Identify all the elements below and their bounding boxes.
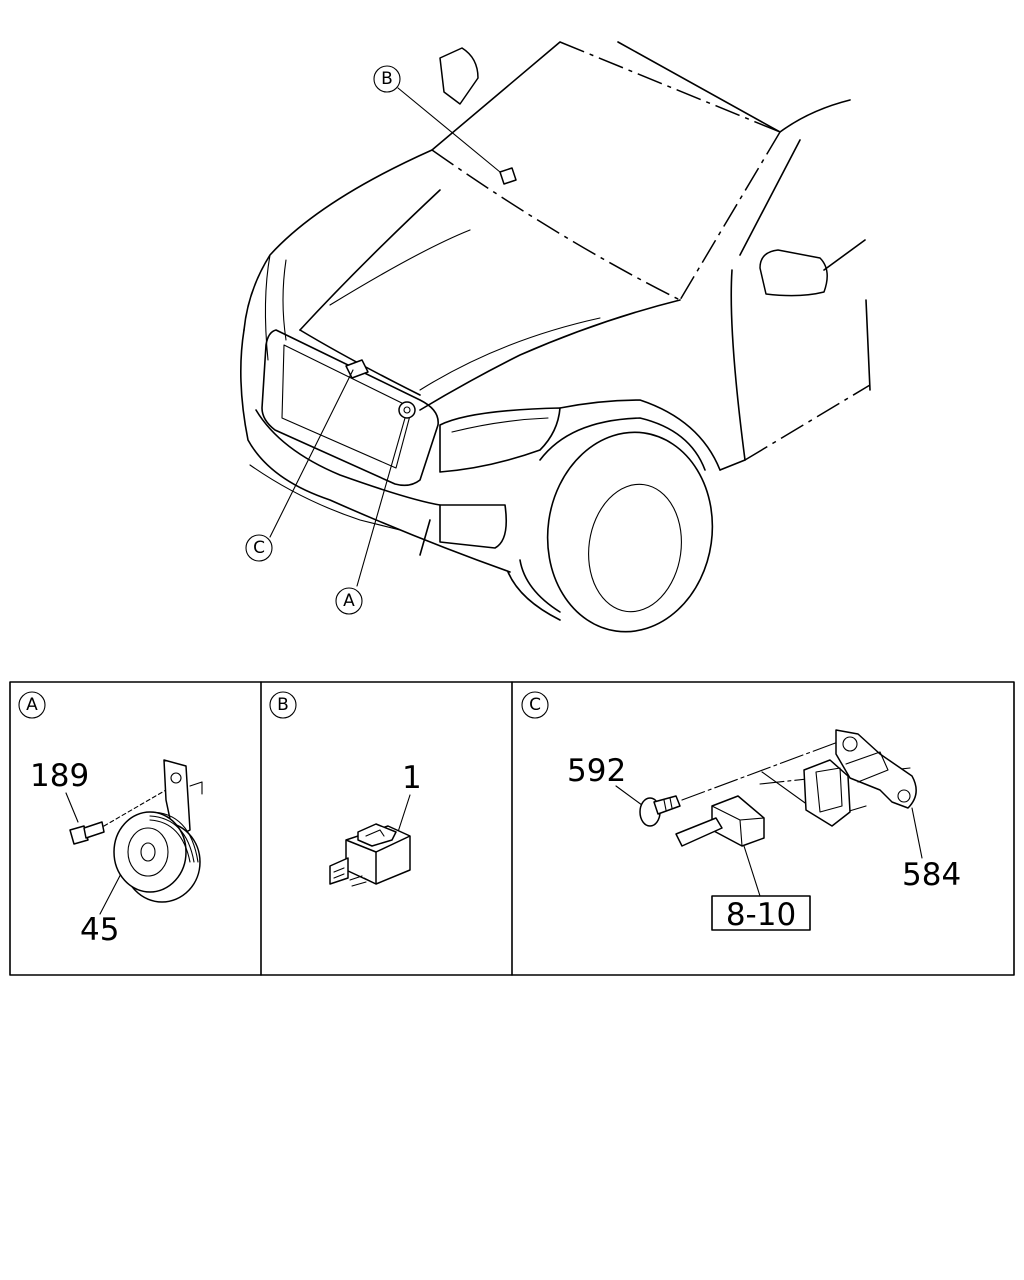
panel-a-letter: A [18, 691, 46, 719]
part-number-1: 1 [402, 760, 422, 796]
bolt-592-icon [639, 795, 681, 827]
panel-b-letter: B [269, 691, 297, 719]
part-number-189: 189 [30, 758, 89, 794]
part-number-45: 45 [80, 912, 119, 948]
svg-text:C: C [529, 695, 541, 715]
callout-a: A [335, 587, 363, 615]
sensor-location-marker [345, 359, 369, 379]
grille [261, 329, 439, 487]
front-wheel [546, 431, 714, 633]
part-number-584: 584 [902, 857, 961, 893]
horn-location-marker [398, 401, 416, 419]
sensor-bracket-icon [803, 729, 917, 827]
callout-c: C [245, 534, 273, 562]
bolt-icon [69, 821, 105, 845]
svg-text:B: B [277, 695, 289, 715]
sensor-icon [675, 795, 765, 847]
svg-text:A: A [26, 695, 38, 715]
svg-text:8-10: 8-10 [726, 897, 796, 933]
horn-icon [113, 811, 201, 903]
right-mirror-icon [759, 249, 828, 297]
relay-location-marker [499, 167, 517, 185]
detail-panels [9, 681, 1015, 976]
fog-lamp [439, 504, 508, 549]
svg-text:C: C [253, 538, 265, 558]
part-number-592: 592 [567, 753, 626, 789]
callout-b: B [373, 65, 401, 93]
panel-a-horn: A 189 45 [18, 691, 203, 948]
vehicle-overview: B C A [240, 41, 871, 633]
panel-b-relay: B 1 [269, 691, 422, 887]
panel-c-letter: C [521, 691, 549, 719]
svg-text:A: A [343, 591, 355, 611]
reference-box: 8-10 [711, 895, 811, 933]
svg-text:B: B [381, 69, 393, 89]
left-mirror-icon [439, 47, 479, 105]
relay-icon [329, 823, 411, 887]
headlamp [439, 407, 561, 473]
panel-c-sensor: C 592 584 [521, 691, 961, 933]
